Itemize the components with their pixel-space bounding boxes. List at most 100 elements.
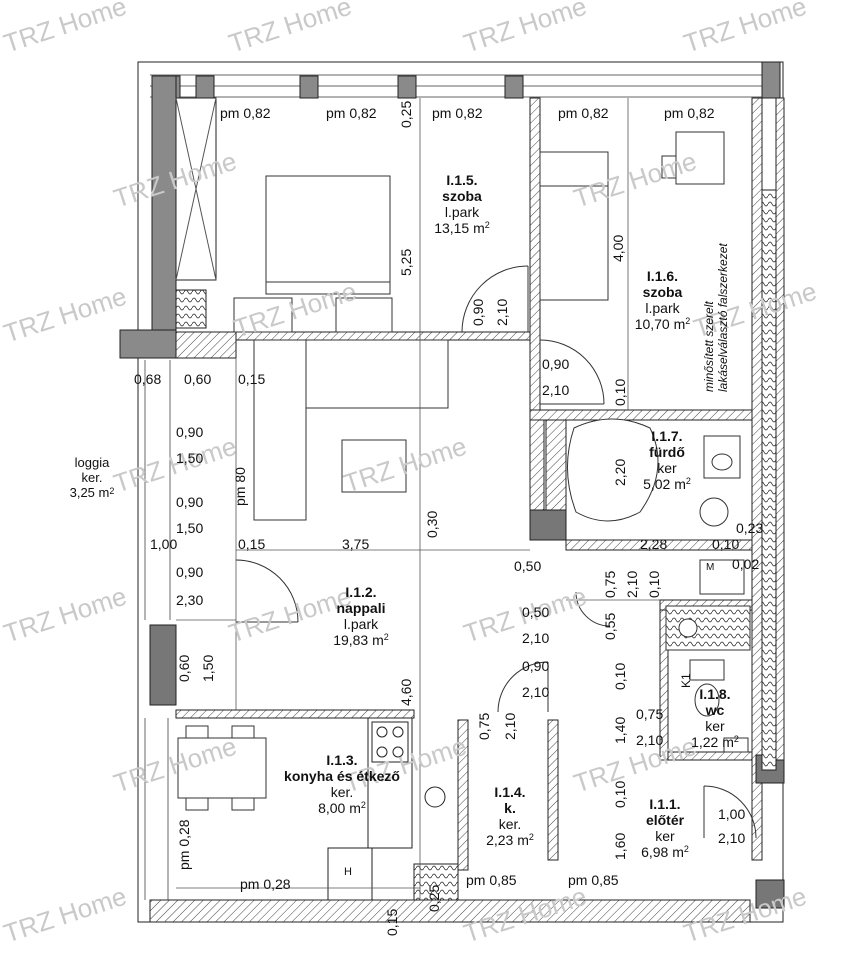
loggia-floor: ker. <box>81 469 103 485</box>
dim-label-vertical: 4,00 <box>610 234 626 262</box>
room-code: I.1.2. <box>345 584 377 600</box>
room-lines <box>176 98 660 900</box>
dim-label: 0,02 <box>732 556 760 572</box>
dim-label-vertical: 0,60 <box>176 654 192 682</box>
dim-label: M <box>706 562 715 573</box>
dim-label: pm 0,28 <box>240 876 291 892</box>
dim-label: 2,30 <box>176 592 204 608</box>
room-floor: ker <box>657 460 677 477</box>
dim-label: 1,00 <box>150 536 178 552</box>
dim-label: pm 0,85 <box>466 872 517 888</box>
dim-label-vertical: 1,50 <box>200 654 216 682</box>
party-wall-insulation <box>761 189 777 771</box>
top-wall-piers <box>159 61 781 99</box>
dim-label: pm 0,82 <box>432 105 483 121</box>
sofa <box>253 339 449 521</box>
dim-label: pm 0,82 <box>558 105 609 121</box>
dim-label: H <box>344 866 352 878</box>
area-unit: 2 <box>685 316 691 327</box>
dim-label-vertical: 0,75 <box>476 712 492 740</box>
room-floor: l.park <box>444 204 480 221</box>
dim-label: 0,15 <box>238 371 266 387</box>
dim-label-vertical: 1,40 <box>612 716 628 744</box>
dim-label-vertical: 5,25 <box>398 248 414 276</box>
dim-label-vertical: pm 0,28 <box>176 819 192 870</box>
columns <box>149 509 785 909</box>
room-label-117: I.1.7. fürdő ker 5,02 m2 <box>632 428 702 492</box>
room-label-115: I.1.5. szoba l.park 13,15 m2 <box>422 172 502 236</box>
room-code: I.1.1. <box>649 796 681 812</box>
room-code: I.1.3. <box>326 752 358 768</box>
dim-label: 2,10 <box>542 382 570 398</box>
room-area: 1,22 m <box>691 734 734 751</box>
internal-walls <box>149 97 763 923</box>
dim-label: 0,68 <box>134 371 162 387</box>
dim-label-vertical: 0,15 <box>384 908 400 936</box>
left-window-lines <box>144 360 171 900</box>
room-name: fürdő <box>649 444 685 461</box>
wall-note: minősített szerelt lakáselválasztó falsz… <box>702 243 731 392</box>
dim-label: 0,10 <box>712 536 740 552</box>
room-name: előtér <box>645 812 685 829</box>
dim-label: 0,90 <box>176 494 204 510</box>
dim-label-vertical: K1 <box>679 673 693 688</box>
dim-label-vertical: 2,10 <box>624 570 640 598</box>
dim-label-vertical: 0,10 <box>612 780 628 808</box>
dim-label-vertical: pm 80 <box>232 467 248 506</box>
room-name: szoba <box>642 284 683 301</box>
area-unit: 2 <box>685 476 691 487</box>
room-label-111: I.1.1. előtér ker 6,98 m2 <box>630 796 700 860</box>
room-name: konyha és étkező <box>284 768 400 785</box>
single-bed <box>539 131 725 301</box>
area-unit: 2 <box>360 800 366 811</box>
dim-label: pm 0,82 <box>326 105 377 121</box>
dim-label: 0,90 <box>522 658 550 674</box>
door-swings <box>235 265 757 839</box>
room-label-112: I.1.2. nappali l.park 19,83 m2 <box>316 584 406 648</box>
loggia-name: loggia <box>74 455 110 470</box>
dim-label: 0,50 <box>522 604 550 620</box>
room-area: 5,02 m <box>643 476 686 493</box>
left-wall <box>119 75 217 359</box>
room-label-114: I.1.4. k. ker. 2,23 m2 <box>470 784 550 848</box>
area-unit: 2 <box>683 844 689 855</box>
room-floor: ker <box>705 718 725 735</box>
area-unit: 2 <box>733 734 739 745</box>
dim-label-vertical: 2,10 <box>494 298 510 326</box>
wall-note-line2: lakáselválasztó falszerkezet <box>716 243 731 392</box>
kitchen-counter <box>327 717 459 901</box>
dim-label: 1,50 <box>176 450 204 466</box>
area-unit: 2 <box>484 220 490 231</box>
dim-label: 0,50 <box>514 558 542 574</box>
room-name: wc <box>705 702 725 719</box>
dim-label: pm 0,85 <box>568 872 619 888</box>
room-area: 13,15 m <box>434 220 485 237</box>
bed <box>233 175 393 333</box>
loggia-label: loggia ker. 3,25 m2 <box>52 455 132 501</box>
dim-label-vertical: 0,30 <box>424 510 440 538</box>
dining-table <box>177 725 267 811</box>
dim-label: 2,10 <box>636 732 664 748</box>
loggia-area: 3,25 m <box>69 484 110 500</box>
dim-label: 0,90 <box>176 564 204 580</box>
dim-label: 2,28 <box>640 536 668 552</box>
dim-label: pm 0,82 <box>220 105 271 121</box>
dim-label: 1,50 <box>176 520 204 536</box>
room-area: 2,23 m <box>486 832 529 849</box>
room-name: szoba <box>442 188 482 205</box>
dim-label: 2,10 <box>718 830 746 846</box>
room-label-116: I.1.6. szoba l.park 10,70 m2 <box>625 268 700 332</box>
wall-note-line1: minősített szerelt <box>702 301 716 392</box>
dim-label: pm 0,82 <box>664 105 715 121</box>
dim-label: 0,23 <box>736 520 764 536</box>
dim-label: 2,10 <box>522 684 550 700</box>
room-label-118: I.1.8. wc ker 1,22 m2 <box>680 686 750 750</box>
room-name: nappali <box>336 600 386 617</box>
dim-label-vertical: 0,25 <box>426 884 442 912</box>
dim-label-vertical: 2,20 <box>612 458 628 486</box>
room-name: k. <box>504 800 516 817</box>
dim-label: 0,90 <box>176 424 204 440</box>
top-window-band <box>150 74 780 98</box>
area-unit: 2 <box>383 632 389 643</box>
